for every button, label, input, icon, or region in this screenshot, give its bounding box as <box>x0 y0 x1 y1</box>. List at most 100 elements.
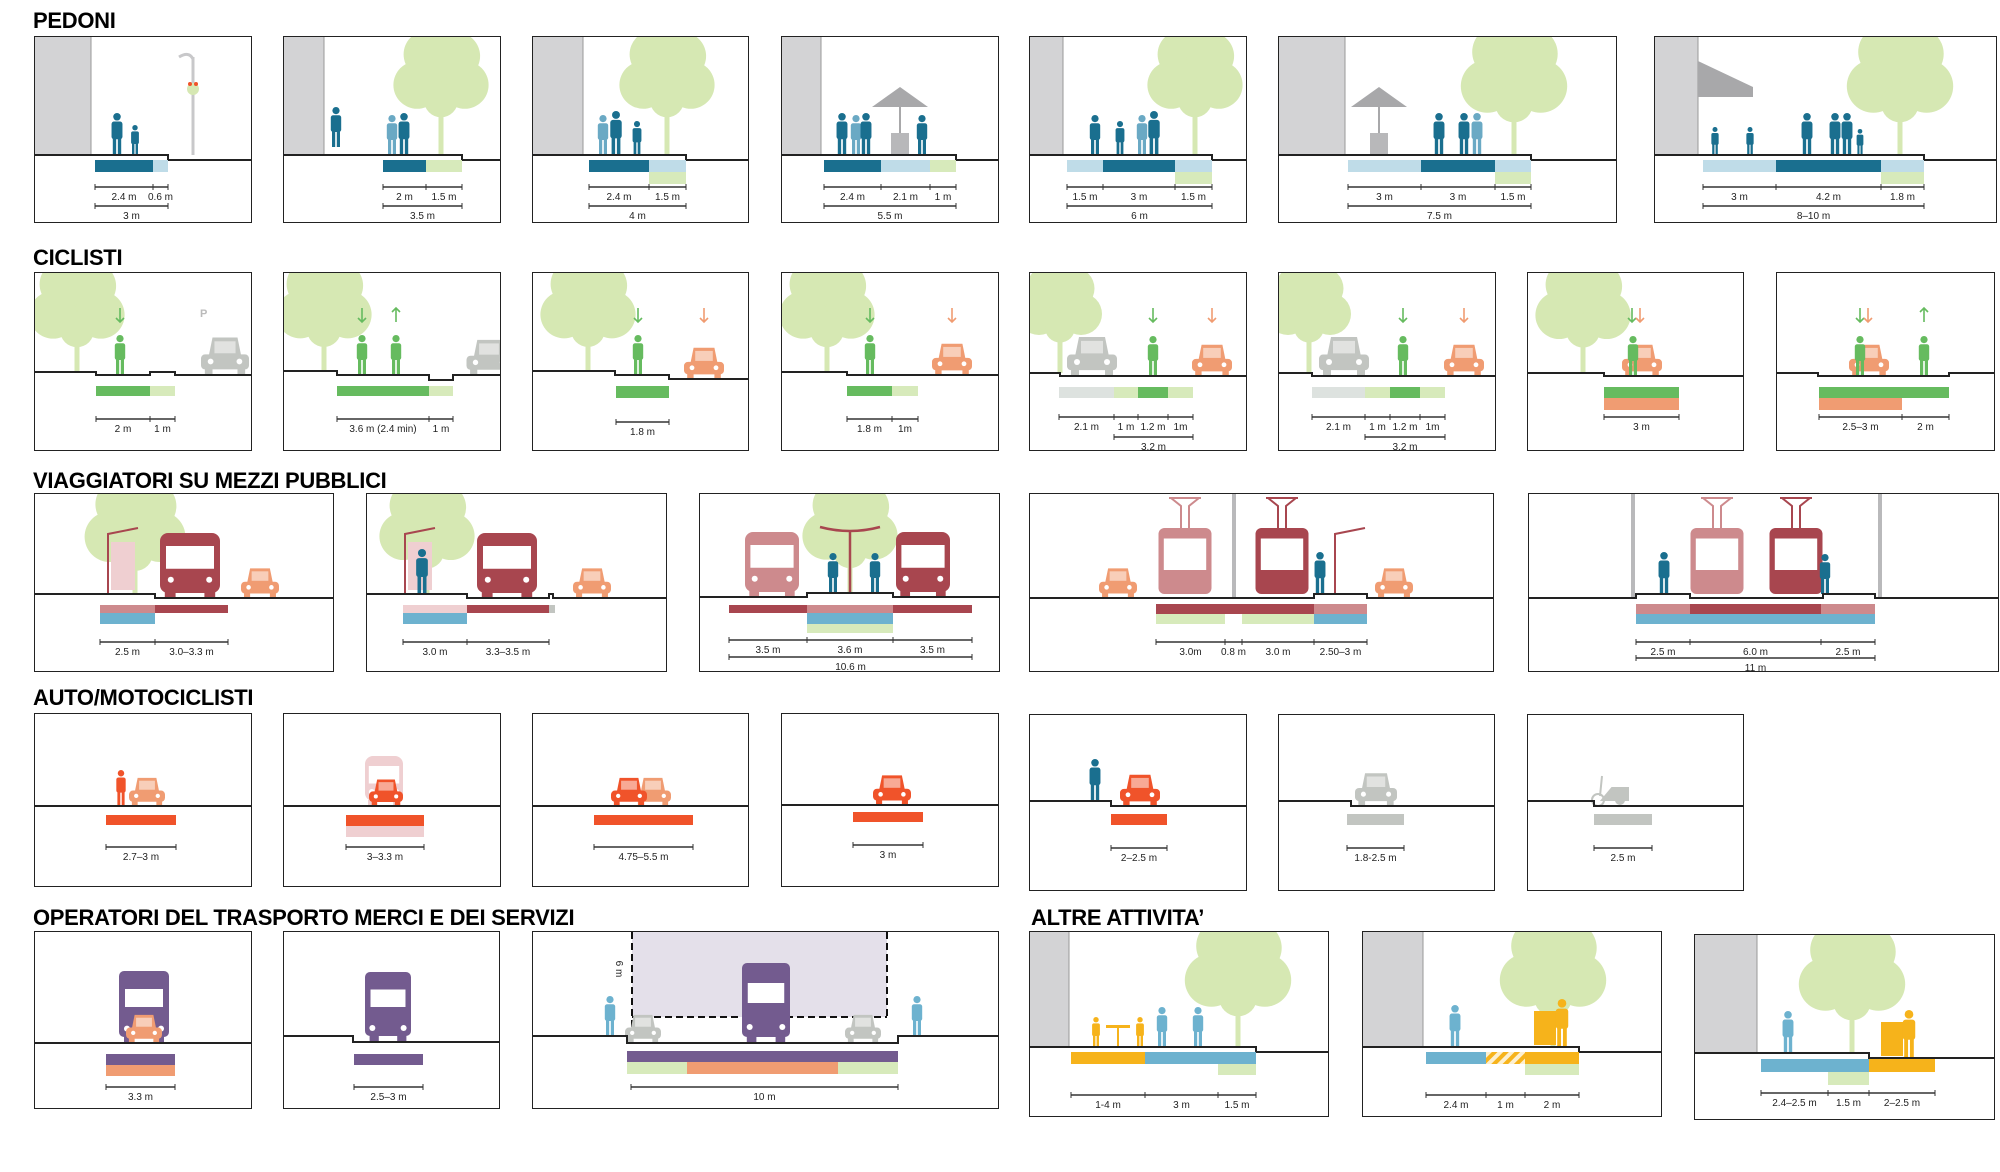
lane-width-bar <box>100 605 155 613</box>
lane-width-bar <box>1495 160 1531 172</box>
ground-line <box>1695 1052 1994 1059</box>
dimension-label: 3 m <box>123 211 140 222</box>
tree-icon <box>1535 273 1631 373</box>
arrow-down-icon <box>1855 308 1865 324</box>
dimension-label: 3.6 m <box>837 645 862 656</box>
section-drawing: 1.8-2.5 m <box>1279 773 1494 864</box>
lane-width-bar <box>1175 172 1212 184</box>
ground-line <box>782 371 998 376</box>
lane-width-bar <box>649 160 686 172</box>
lane-width-bar <box>1636 614 1875 624</box>
building-facade <box>284 37 325 155</box>
arrow-down-icon <box>633 308 643 324</box>
person-icon <box>1148 111 1160 155</box>
person-icon <box>1449 1005 1461 1047</box>
dimension-label: 3.0m <box>1179 647 1201 658</box>
dimension-line: 5.5 m <box>823 203 957 222</box>
dimension-label: 2.5 m <box>1650 647 1675 658</box>
section-drawing: 3.3 m <box>35 971 251 1103</box>
arrow-down-icon <box>1863 308 1873 324</box>
person-icon <box>1658 552 1670 594</box>
dimension-line: 3.5 m <box>382 203 463 222</box>
dimension-label: 2.1 m <box>1326 422 1351 433</box>
tree-icon <box>1030 273 1102 373</box>
lane-width-bar <box>1145 1052 1256 1064</box>
cross-section-panel: 3.3 m <box>34 931 252 1109</box>
arrow-down-icon <box>947 308 957 324</box>
dimension-line: 6 m <box>1066 203 1213 222</box>
section-drawing: 2.5–3 m <box>284 972 499 1103</box>
lane-width-bar <box>426 160 462 172</box>
building-facade <box>1363 932 1424 1047</box>
dimension-label: 1.5 m <box>1500 192 1525 203</box>
dimension-label: 10.6 m <box>835 662 866 672</box>
dimension-label: 1.5 m <box>1072 192 1097 203</box>
lane-width-bar <box>100 613 155 624</box>
person-icon <box>1746 127 1754 155</box>
lane-width-bar <box>594 815 693 825</box>
lane-width-bar <box>1703 160 1776 172</box>
person-icon <box>604 996 616 1036</box>
dimension-line: 2–2.5 m <box>1110 845 1168 864</box>
ground-line <box>1279 154 1616 161</box>
dimension-label: 1.5 m <box>1836 1098 1861 1109</box>
arrow-up-icon <box>391 306 401 322</box>
cross-section-panel: 1.8 m <box>532 272 749 451</box>
person-icon <box>1397 336 1409 376</box>
person-icon <box>836 113 848 155</box>
person-icon <box>1627 336 1639 376</box>
arrow-down-icon <box>1627 308 1637 324</box>
arrow-down-icon <box>1635 308 1645 324</box>
section-drawing: 1.8 m <box>533 273 748 438</box>
lane-width-bar <box>1348 160 1421 172</box>
dimension-label: 1.5 m <box>1224 1100 1249 1111</box>
bus-shelter-icon <box>107 527 139 594</box>
bus-icon <box>745 532 799 597</box>
lane-width-bar <box>95 160 153 172</box>
arrow-up-icon <box>1919 306 1929 322</box>
dimension-label: 1 m <box>1369 422 1386 433</box>
tree-icon <box>1846 37 1954 155</box>
ground-line <box>1777 372 1994 377</box>
dimension-line: 3–3.3 m <box>345 844 425 863</box>
car-icon <box>573 568 611 598</box>
ground-line <box>1529 593 1998 599</box>
lane-width-bar <box>1242 614 1314 624</box>
car-icon <box>684 347 724 379</box>
person-icon <box>1555 999 1569 1047</box>
lane-width-bar <box>1067 160 1103 172</box>
ground-line <box>1528 372 1743 377</box>
dimension-label: 1m <box>1174 422 1188 433</box>
truck-icon <box>742 963 790 1043</box>
dimension-label: 2 m <box>1917 422 1934 433</box>
lane-width-bar <box>729 605 807 613</box>
dimension-label: 10 m <box>753 1092 775 1103</box>
tram-icon <box>1690 497 1744 594</box>
dimension-label: 3.2 m <box>1141 442 1166 451</box>
person-icon <box>597 115 609 155</box>
lane-width-bar <box>1103 160 1175 172</box>
dimension-label: 3 m <box>880 850 897 861</box>
person-icon <box>1147 336 1159 376</box>
arrow-down-icon <box>865 308 875 324</box>
dimension-line: 3.3 m <box>105 1084 176 1103</box>
lane-width-bar <box>106 1054 175 1065</box>
dimension-line: 3.2 m <box>1113 434 1194 451</box>
cross-section-panel: 2.5 m <box>1527 714 1744 891</box>
